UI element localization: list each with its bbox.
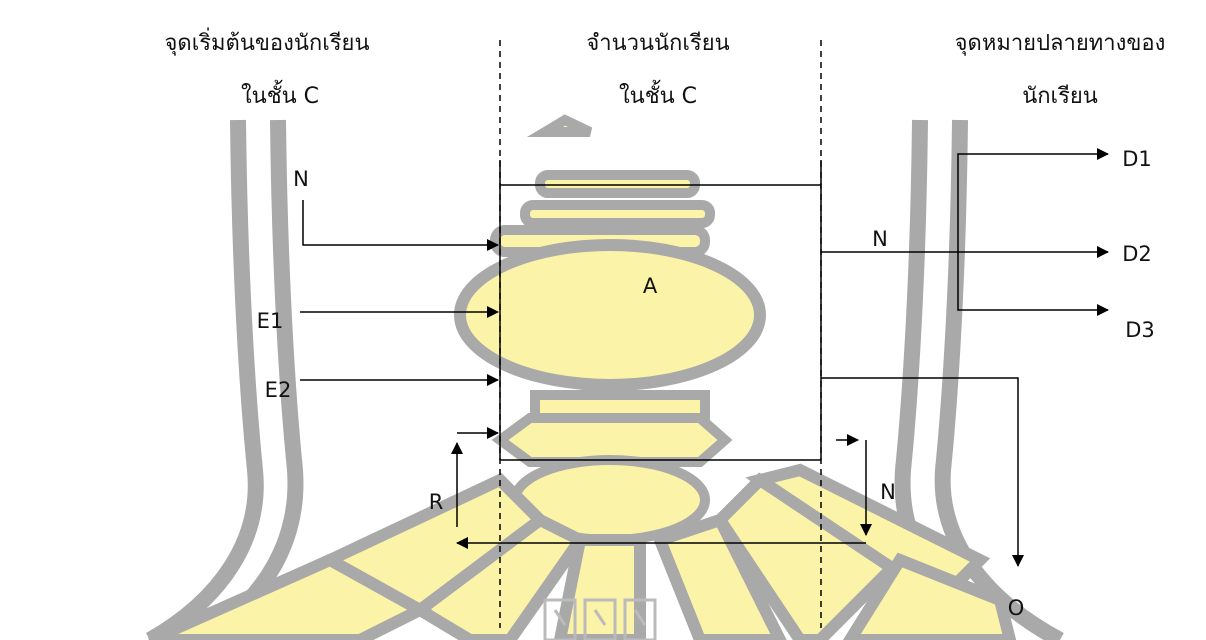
return-label-r: R (429, 490, 444, 514)
stock-header-line2: ในชั้น C (619, 80, 697, 109)
outflow-label-n: N (872, 227, 888, 251)
destination-header-line2: นักเรียน (1022, 84, 1098, 109)
return-label-n: N (880, 480, 896, 504)
inflow-label-e2: E2 (265, 378, 292, 402)
origin-header-line1: จุดเริ่มต้นของนักเรียน (165, 27, 370, 56)
origin-header-line2: ในชั้น C (241, 80, 319, 109)
outflow-arrow-d3 (957, 252, 1109, 316)
destination-label-o: O (1008, 596, 1025, 620)
outflow-arrow-d1 (957, 148, 1109, 252)
inflow-arrow-n (302, 200, 499, 251)
destination-label-d1: D1 (1122, 147, 1152, 171)
stock-label-a: A (643, 274, 658, 298)
emblem-base-ornament (543, 598, 657, 640)
destination-header-line1: จุดหมายปลายทางของ (955, 31, 1166, 56)
stock-header-line1: จำนวนนักเรียน (586, 31, 729, 56)
stock-box-a (499, 160, 822, 461)
destination-label-d3: D3 (1125, 318, 1155, 342)
inflow-label-n: N (293, 167, 309, 191)
destination-label-d2: D2 (1122, 242, 1152, 266)
outflow-arrow-o (821, 377, 1024, 567)
inflow-label-e1: E1 (257, 309, 284, 333)
